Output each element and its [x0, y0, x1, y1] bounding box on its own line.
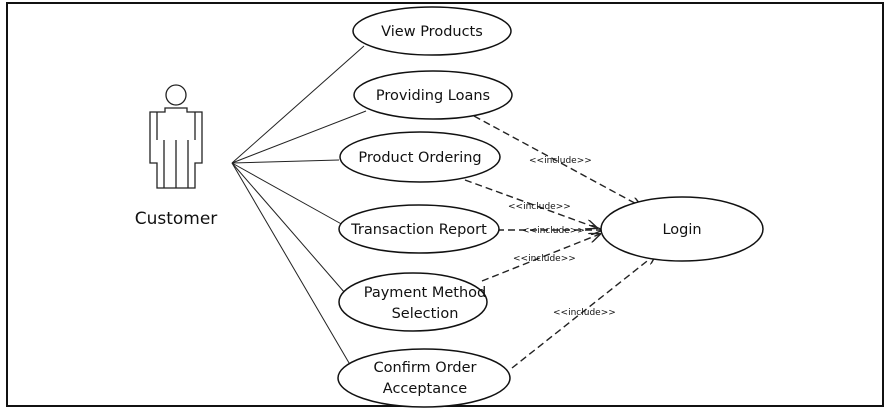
include-arrow-providing-loans — [473, 115, 642, 207]
use-case-view-products[interactable]: View Products — [352, 6, 512, 56]
association-providing-loans — [231, 110, 367, 164]
use-case-label: View Products — [381, 24, 483, 40]
include-label: <<include>> — [522, 226, 585, 236]
diagram-frame — [6, 2, 884, 407]
use-case-product-ordering[interactable]: Product Ordering — [339, 131, 501, 183]
association-product-ordering — [231, 159, 340, 164]
use-case-login[interactable]: Login — [600, 196, 764, 262]
include-label: <<include>> — [553, 308, 616, 318]
use-case-confirm-order-acceptance[interactable]: Confirm Order Acceptance — [337, 348, 511, 408]
include-arrow-payment-method-selection — [481, 234, 600, 282]
association-view-products — [231, 45, 365, 164]
use-case-label: Transaction Report — [350, 222, 487, 238]
use-case-providing-loans[interactable]: Providing Loans — [353, 70, 513, 120]
use-case-label: Product Ordering — [358, 150, 481, 166]
use-case-payment-method-selection[interactable]: Payment Method Selection — [338, 272, 488, 332]
actor-figure-icon — [149, 84, 203, 189]
association-payment-method-selection — [231, 162, 346, 294]
include-label: <<include>> — [529, 156, 592, 166]
association-lines — [231, 45, 367, 369]
use-case-label-line-1: Payment Method — [364, 285, 486, 301]
include-label: <<include>> — [508, 202, 571, 212]
include-dependencies: <<include>> <<include>> <<include>> <<in… — [464, 115, 656, 369]
use-case-label-line-2: Selection — [392, 306, 459, 322]
include-arrow-product-ordering — [464, 179, 597, 228]
include-label: <<include>> — [513, 254, 576, 264]
include-arrow-confirm-order-acceptance — [511, 254, 656, 369]
actor-label: Customer — [135, 209, 218, 229]
use-case-label: Providing Loans — [376, 88, 490, 104]
association-confirm-order-acceptance — [231, 162, 353, 369]
use-case-label: Login — [662, 222, 701, 238]
use-case-label-line-2: Acceptance — [383, 381, 467, 397]
association-transaction-report — [231, 162, 346, 227]
use-case-transaction-report[interactable]: Transaction Report — [338, 204, 500, 254]
actor-customer[interactable]: Customer — [135, 84, 218, 229]
use-case-label-line-1: Confirm Order — [374, 360, 477, 376]
